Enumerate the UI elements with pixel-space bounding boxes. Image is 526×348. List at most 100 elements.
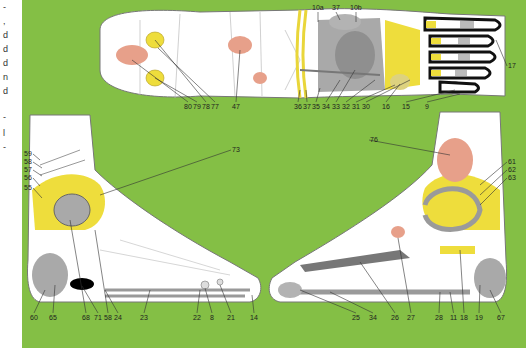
- sole-view-foot: [100, 9, 505, 98]
- margin-text: ,: [3, 16, 6, 26]
- margin-text: -: [3, 142, 6, 152]
- callout-number: 79: [193, 103, 201, 111]
- callout-number: 34: [369, 314, 377, 322]
- leader-line: [360, 262, 395, 313]
- callout-number: 14: [250, 314, 258, 322]
- callout-number: 31: [352, 103, 360, 111]
- leader-line: [316, 88, 320, 102]
- callout-number: 80: [184, 103, 192, 111]
- callout-number: 22: [193, 314, 201, 322]
- leader-line: [70, 220, 86, 313]
- callout-number: 68: [82, 314, 90, 322]
- callout-number: 32: [342, 103, 350, 111]
- callout-number: 27: [407, 314, 415, 322]
- callout-number: 78: [202, 103, 210, 111]
- leader-line: [330, 292, 373, 313]
- leader-line: [144, 290, 150, 313]
- leader-line: [33, 178, 40, 186]
- callout-number: 65: [49, 314, 57, 322]
- leader-line: [155, 78, 197, 102]
- callout-number: 37: [303, 103, 311, 111]
- callout-number: 77: [211, 103, 219, 111]
- callout-number: 55: [24, 184, 32, 192]
- callout-number: 10a: [312, 4, 324, 12]
- callout-number: 19: [475, 314, 483, 322]
- callout-number: 63: [508, 174, 516, 182]
- leader-line: [33, 170, 42, 176]
- callout-number: 76: [370, 136, 378, 144]
- leader-line: [53, 285, 55, 313]
- leader-line: [33, 188, 42, 198]
- callout-number: 21: [227, 314, 235, 322]
- medial-view-foot: [269, 112, 506, 302]
- callout-number: 10b: [350, 4, 362, 12]
- callout-number: 11: [450, 314, 457, 322]
- callout-number: 18: [460, 314, 468, 322]
- leader-line: [369, 140, 450, 155]
- margin-text: n: [3, 72, 8, 82]
- leader-line: [496, 40, 507, 66]
- margin-text: d: [3, 44, 8, 54]
- callout-number: 24: [114, 314, 122, 322]
- leader-line: [33, 162, 42, 168]
- callout-number: 9: [425, 103, 429, 111]
- leader-line: [306, 90, 307, 102]
- callout-number: 73: [232, 146, 240, 154]
- callout-number: 36: [294, 103, 302, 111]
- callout-number: 26: [391, 314, 399, 322]
- leader-line: [236, 50, 240, 102]
- margin-text: d: [3, 30, 8, 40]
- callout-number: 61: [508, 158, 516, 166]
- callout-number: 37: [332, 4, 340, 12]
- leader-line: [220, 285, 231, 313]
- callout-number: 23: [140, 314, 148, 322]
- leader-line: [205, 288, 212, 313]
- callout-number: 15: [402, 103, 410, 111]
- callout-number: 67: [497, 314, 505, 322]
- leader-line: [439, 292, 440, 313]
- leader-line: [427, 94, 460, 102]
- leader-line: [406, 90, 455, 102]
- callout-number: 28: [435, 314, 443, 322]
- callout-number: 47: [232, 103, 240, 111]
- callout-number: 62: [508, 166, 516, 174]
- leader-line: [356, 12, 357, 22]
- leader-line: [480, 178, 507, 205]
- margin-text: d: [3, 86, 8, 96]
- callout-number: 8: [210, 314, 214, 322]
- leader-line: [460, 250, 464, 313]
- leader-line: [300, 290, 356, 313]
- leader-line: [158, 48, 215, 102]
- leader-line: [298, 90, 300, 102]
- callout-number: 58: [104, 314, 112, 322]
- callout-number: 60: [30, 314, 38, 322]
- callout-number: 58: [24, 158, 32, 166]
- leader-line: [105, 290, 118, 313]
- callout-number: 56: [24, 174, 32, 182]
- leader-line: [82, 286, 98, 313]
- callout-number: 71: [94, 314, 102, 322]
- leader-line: [33, 154, 40, 160]
- leader-line: [100, 150, 231, 195]
- callout-number: 25: [352, 314, 360, 322]
- leader-line: [490, 290, 501, 313]
- callout-number: 34: [322, 103, 330, 111]
- leader-line: [155, 40, 206, 102]
- leader-line: [336, 12, 340, 20]
- margin-text: -: [3, 112, 6, 122]
- callout-number: 59: [24, 150, 32, 158]
- leader-line: [479, 285, 480, 313]
- leader-line: [450, 292, 454, 313]
- margin-text: l: [3, 128, 5, 138]
- leader-line: [34, 290, 45, 313]
- leader-line: [197, 290, 200, 313]
- callout-number: 33: [332, 103, 340, 111]
- background: [22, 0, 526, 348]
- callout-number: 16: [382, 103, 390, 111]
- leader-line: [398, 238, 411, 313]
- leader-line: [366, 80, 410, 102]
- leader-line: [356, 85, 395, 102]
- leader-line: [318, 12, 319, 22]
